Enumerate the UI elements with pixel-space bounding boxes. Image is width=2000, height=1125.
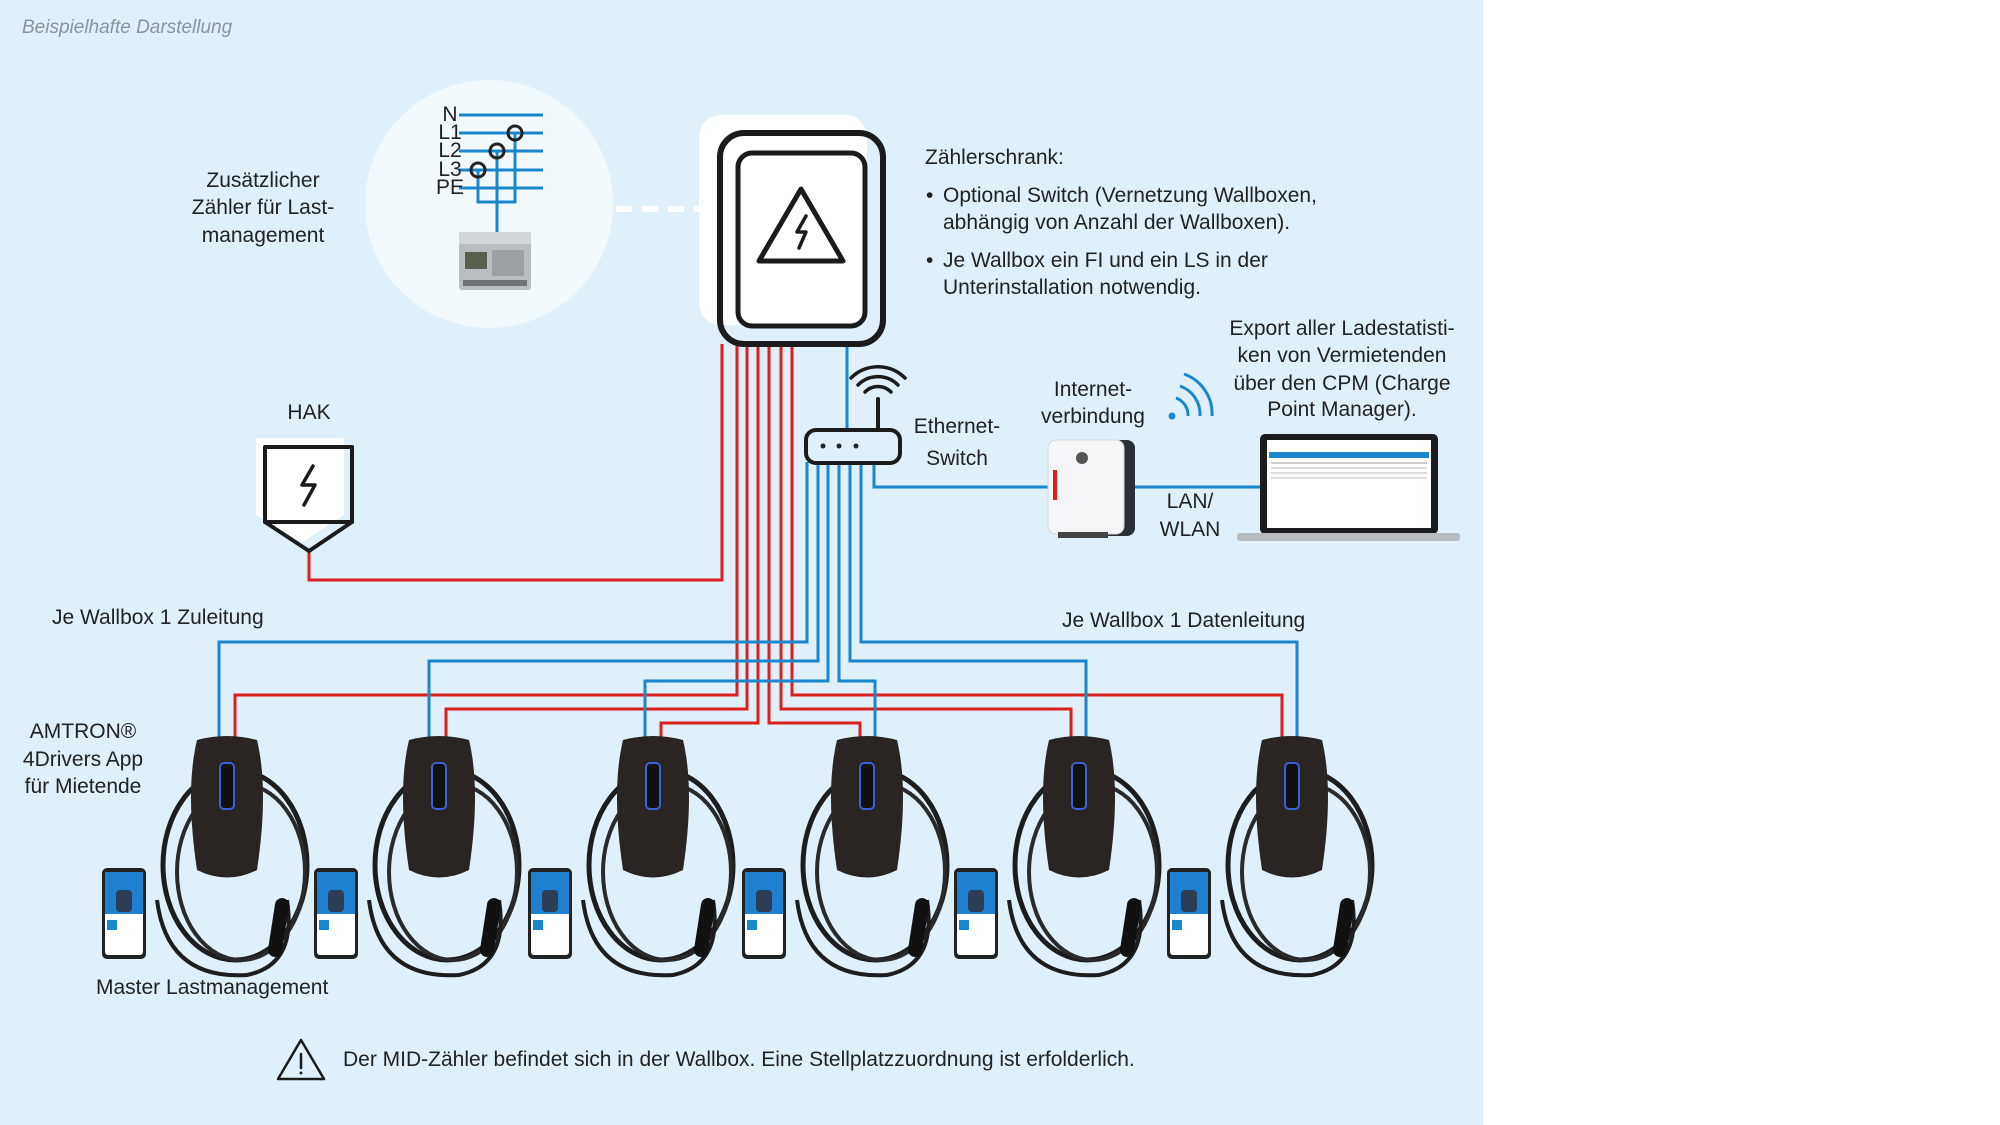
wallbox-led-panel <box>645 762 661 810</box>
wifi-icon <box>1168 372 1214 420</box>
hak-box <box>256 438 354 553</box>
wallbox-led-panel <box>1071 762 1087 810</box>
wallbox-led-panel <box>859 762 875 810</box>
lan-label-1: LAN/ <box>1167 490 1214 513</box>
wallbox-3 <box>528 736 736 978</box>
cabinet-bullet-2-line-1: Je Wallbox ein FI und ein LS in der <box>943 249 1268 272</box>
diagram-title: Beispielhafte Darstellung <box>22 17 233 38</box>
export-label-4: Point Manager). <box>1267 398 1416 421</box>
smartphone-icon <box>742 868 786 959</box>
wallbox-5 <box>954 736 1162 978</box>
phase-label-l3: L3 <box>438 158 461 181</box>
extra-meter-group: N L1 L2 L3 PE <box>365 80 613 328</box>
smartphone-icon <box>528 868 572 959</box>
export-label-3: über den CPM (Charge <box>1233 372 1450 395</box>
internet-label-2: verbindung <box>1041 405 1145 428</box>
warning-triangle-icon <box>276 1038 326 1081</box>
smartphone-icon <box>102 868 146 959</box>
phase-label-n: N <box>442 103 457 126</box>
app-label-3: für Mietende <box>25 775 142 798</box>
router-icon <box>1047 439 1135 538</box>
cabinet-bullet-1-line-1: Optional Switch (Vernetzung Wallboxen, <box>943 184 1317 207</box>
wallbox-1 <box>102 736 310 978</box>
cabinet-bullet-1: • <box>926 184 933 207</box>
ethernet-switch-icon <box>804 364 907 465</box>
wallboxes <box>102 736 1375 978</box>
wallbox-6 <box>1167 736 1375 978</box>
lightning-icon <box>795 214 808 250</box>
smartphone-icon <box>314 868 358 959</box>
wifi-icon <box>849 364 907 394</box>
app-label-2: 4Drivers App <box>23 748 143 771</box>
hak-label: HAK <box>287 401 330 424</box>
extra-meter-label-3: management <box>202 224 325 247</box>
phase-lines <box>459 113 543 232</box>
wallbox-2 <box>314 736 522 978</box>
smartphone-icon <box>954 868 998 959</box>
energy-meter-icon <box>459 232 531 290</box>
smartphone-icon <box>1167 868 1211 959</box>
cabinet-heading: Zählerschrank: <box>925 146 1064 169</box>
switch-label-2: Switch <box>926 447 988 470</box>
lightning-icon <box>300 464 317 507</box>
laptop-icon <box>1237 434 1460 541</box>
cabinet-bullet-1-line-2: abhängig von Anzahl der Wallboxen). <box>943 211 1290 234</box>
mid-note: Der MID-Zähler befindet sich in der Wall… <box>343 1048 1135 1071</box>
internet-label-1: Internet- <box>1054 378 1132 401</box>
wallbox-led-panel <box>431 762 447 810</box>
phase-label-pe: PE <box>436 176 464 199</box>
extra-meter-label-1: Zusätzlicher <box>206 169 319 192</box>
wallbox-4 <box>742 736 950 978</box>
export-label-2: ken von Vermietenden <box>1238 344 1447 367</box>
wallbox-led-panel <box>219 762 235 810</box>
meter-cabinet <box>699 115 886 347</box>
lan-label-2: WLAN <box>1160 518 1221 541</box>
export-label-1: Export aller Ladestatisti- <box>1229 317 1454 340</box>
warning-triangle-icon <box>756 186 846 264</box>
phase-label-l1: L1 <box>438 121 461 144</box>
extra-meter-label-2: Zähler für Last- <box>192 196 334 219</box>
app-label-1: AMTRON® <box>30 720 137 743</box>
switch-label-1: Ethernet- <box>914 415 1000 438</box>
master-label: Master Lastmanagement <box>96 976 328 999</box>
data-lines <box>217 344 1299 737</box>
wallbox-led-panel <box>1284 762 1300 810</box>
cabinet-bullet-2-line-2: Unterinstallation notwendig. <box>943 276 1201 299</box>
supply-label: Je Wallbox 1 Zuleitung <box>52 606 264 629</box>
data-line-label: Je Wallbox 1 Datenleitung <box>1062 609 1305 632</box>
cabinet-bullet-2: • <box>926 249 933 272</box>
phase-label-l2: L2 <box>438 139 461 162</box>
power-lines <box>233 344 1284 737</box>
